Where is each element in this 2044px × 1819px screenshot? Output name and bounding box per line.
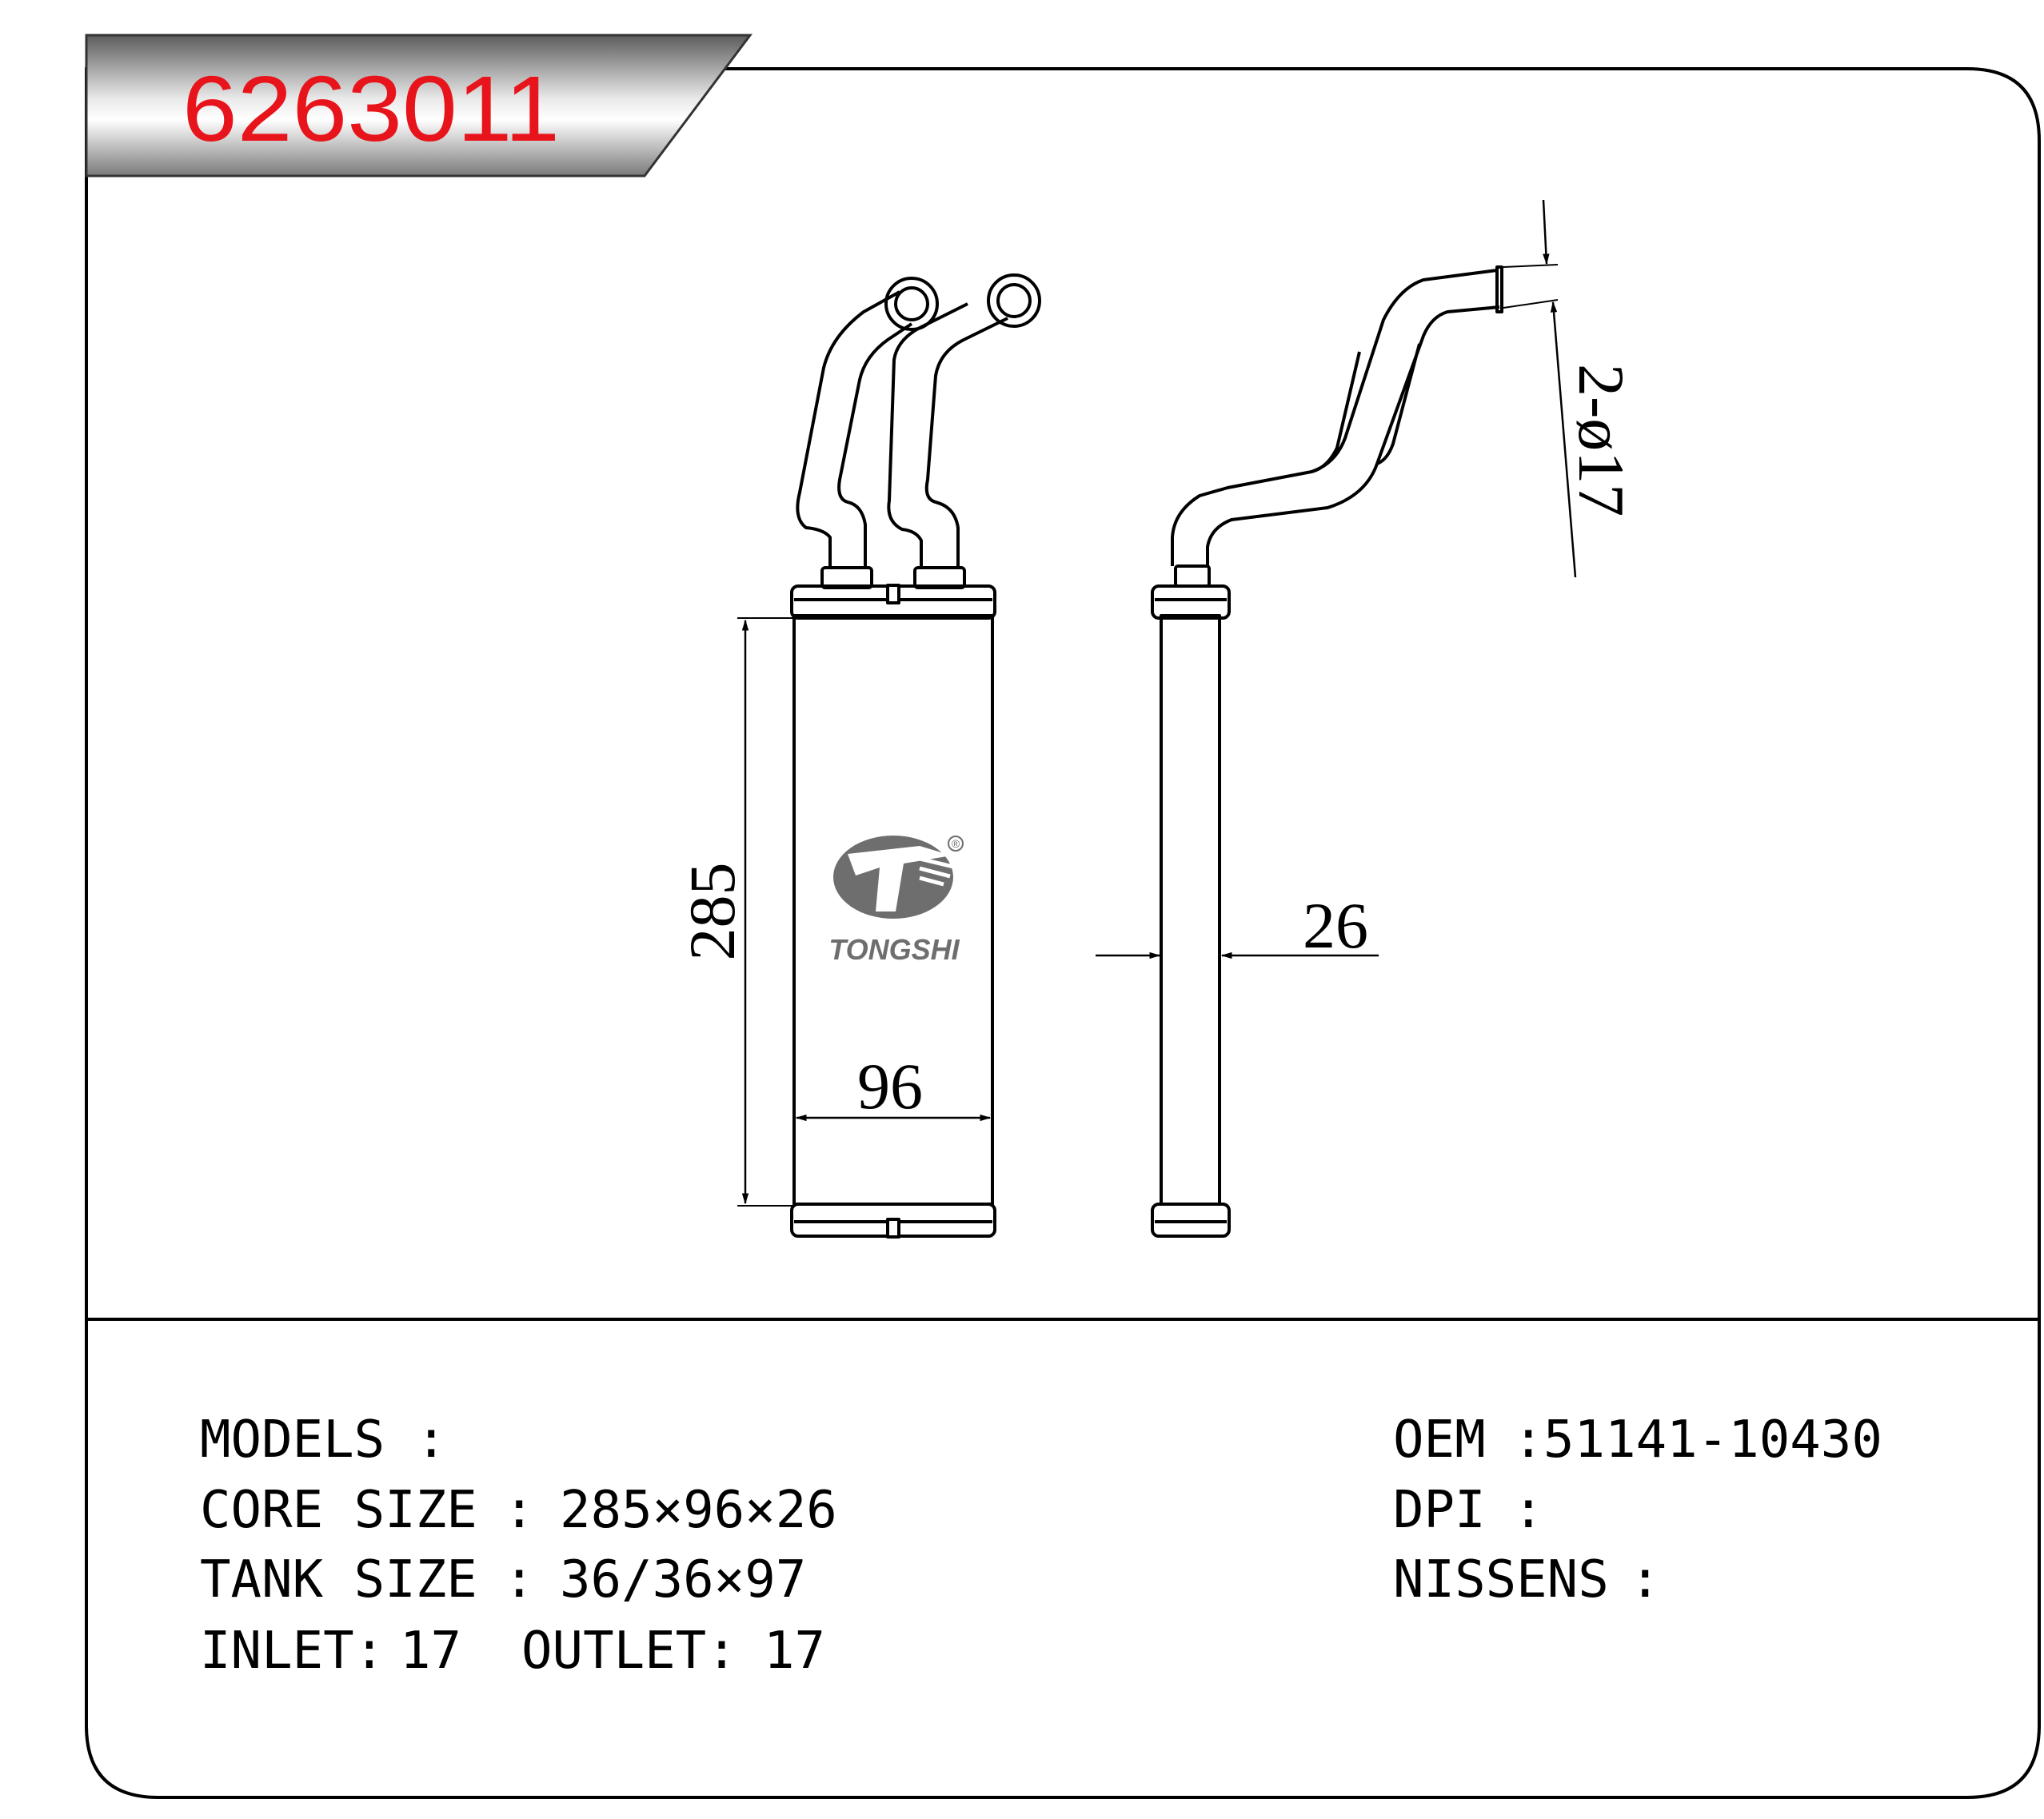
spec-nissens-sep: :: [1630, 1550, 1661, 1610]
dim-width: 96: [795, 1050, 992, 1123]
side-pipe: [1171, 269, 1500, 566]
spec-tank-label: TANK SIZE: [200, 1550, 477, 1610]
spec-tank-sep: :: [504, 1550, 535, 1610]
spec-oem-label: OEM: [1393, 1410, 1486, 1470]
depth-label: 26: [1303, 889, 1368, 962]
spec-models-sep: :: [416, 1410, 447, 1470]
outer-frame: [85, 67, 2041, 1799]
inlet-flange: [884, 277, 939, 331]
outlet-pipe: [887, 302, 1008, 568]
spec-tank-value: 36/36×97: [560, 1550, 806, 1610]
spec-outlet-label: OUTLET:: [521, 1622, 737, 1681]
brand-logo: ® TONGSHI: [828, 836, 964, 966]
registered-mark: ®: [952, 837, 960, 850]
dim-depth: 26: [1096, 889, 1379, 962]
part-number-banner: 6263011: [85, 34, 753, 178]
spec-dpi-sep: :: [1513, 1481, 1544, 1540]
specs-right: OEM : 51141-10430 DPI : NISSENS :: [1393, 1410, 1882, 1610]
height-label: 285: [676, 863, 749, 961]
dim-height: 285: [676, 617, 794, 1207]
spec-core-label: CORE SIZE: [200, 1481, 477, 1540]
spec-nissens-label: NISSENS: [1393, 1550, 1609, 1610]
spec-inlet-value: 17: [400, 1622, 461, 1681]
outlet-collar: [913, 566, 966, 589]
side-bottom-tank: [1151, 1203, 1231, 1238]
specs-left: MODELS : CORE SIZE : 285×96×26 TANK SIZE…: [200, 1410, 837, 1681]
inlet-collar: [820, 566, 873, 589]
pipe-label: 2-ø17: [1565, 364, 1638, 517]
spec-oem-value: 51141-10430: [1543, 1410, 1882, 1470]
spec-inlet-label: INLET:: [200, 1622, 385, 1681]
side-top-tank: [1151, 584, 1231, 620]
spec-models-label: MODELS: [200, 1410, 385, 1470]
inlet-pipe: [796, 290, 913, 568]
side-view: [1151, 265, 1503, 1238]
dim-pipe: 2-ø17: [1503, 199, 1638, 578]
spec-core-sep: :: [504, 1481, 535, 1540]
side-core: [1160, 614, 1221, 1206]
part-number: 6263011: [182, 57, 560, 161]
front-view: [790, 273, 1041, 1239]
spec-dpi-label: DPI: [1393, 1481, 1486, 1540]
outlet-flange: [987, 273, 1041, 328]
spec-outlet-value: 17: [764, 1622, 825, 1681]
width-label: 96: [857, 1050, 923, 1123]
spec-core-value: 285×96×26: [560, 1481, 837, 1540]
spec-oem-sep: :: [1513, 1410, 1544, 1470]
brand-name: TONGSHI: [828, 933, 960, 966]
